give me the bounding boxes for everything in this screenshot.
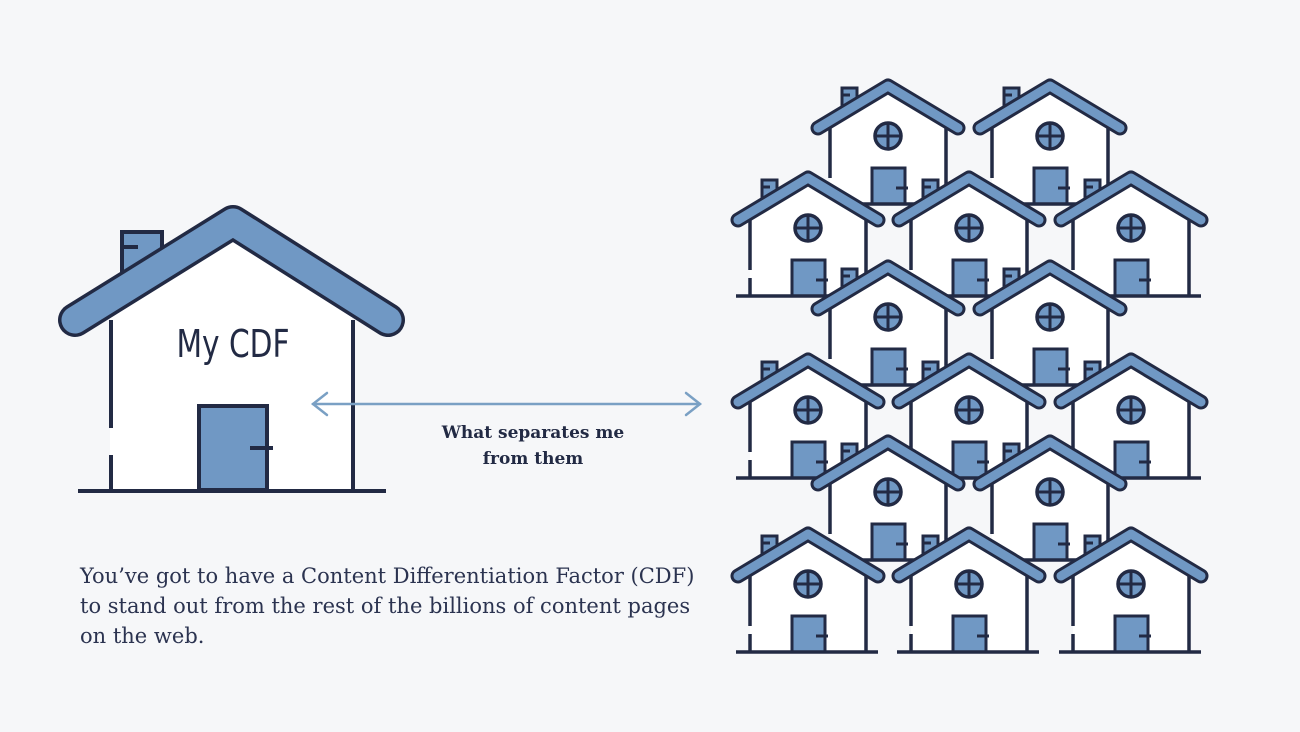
my-cdf-label: My CDF (176, 322, 290, 366)
caption-text: You’ve got to have a Content Differentia… (80, 564, 695, 648)
other-houses (736, 82, 1201, 652)
arrow-label: What separates me from them (441, 423, 625, 469)
house-wall (110, 240, 352, 490)
double-arrow (310, 391, 703, 417)
my-cdf-house (58, 205, 405, 493)
